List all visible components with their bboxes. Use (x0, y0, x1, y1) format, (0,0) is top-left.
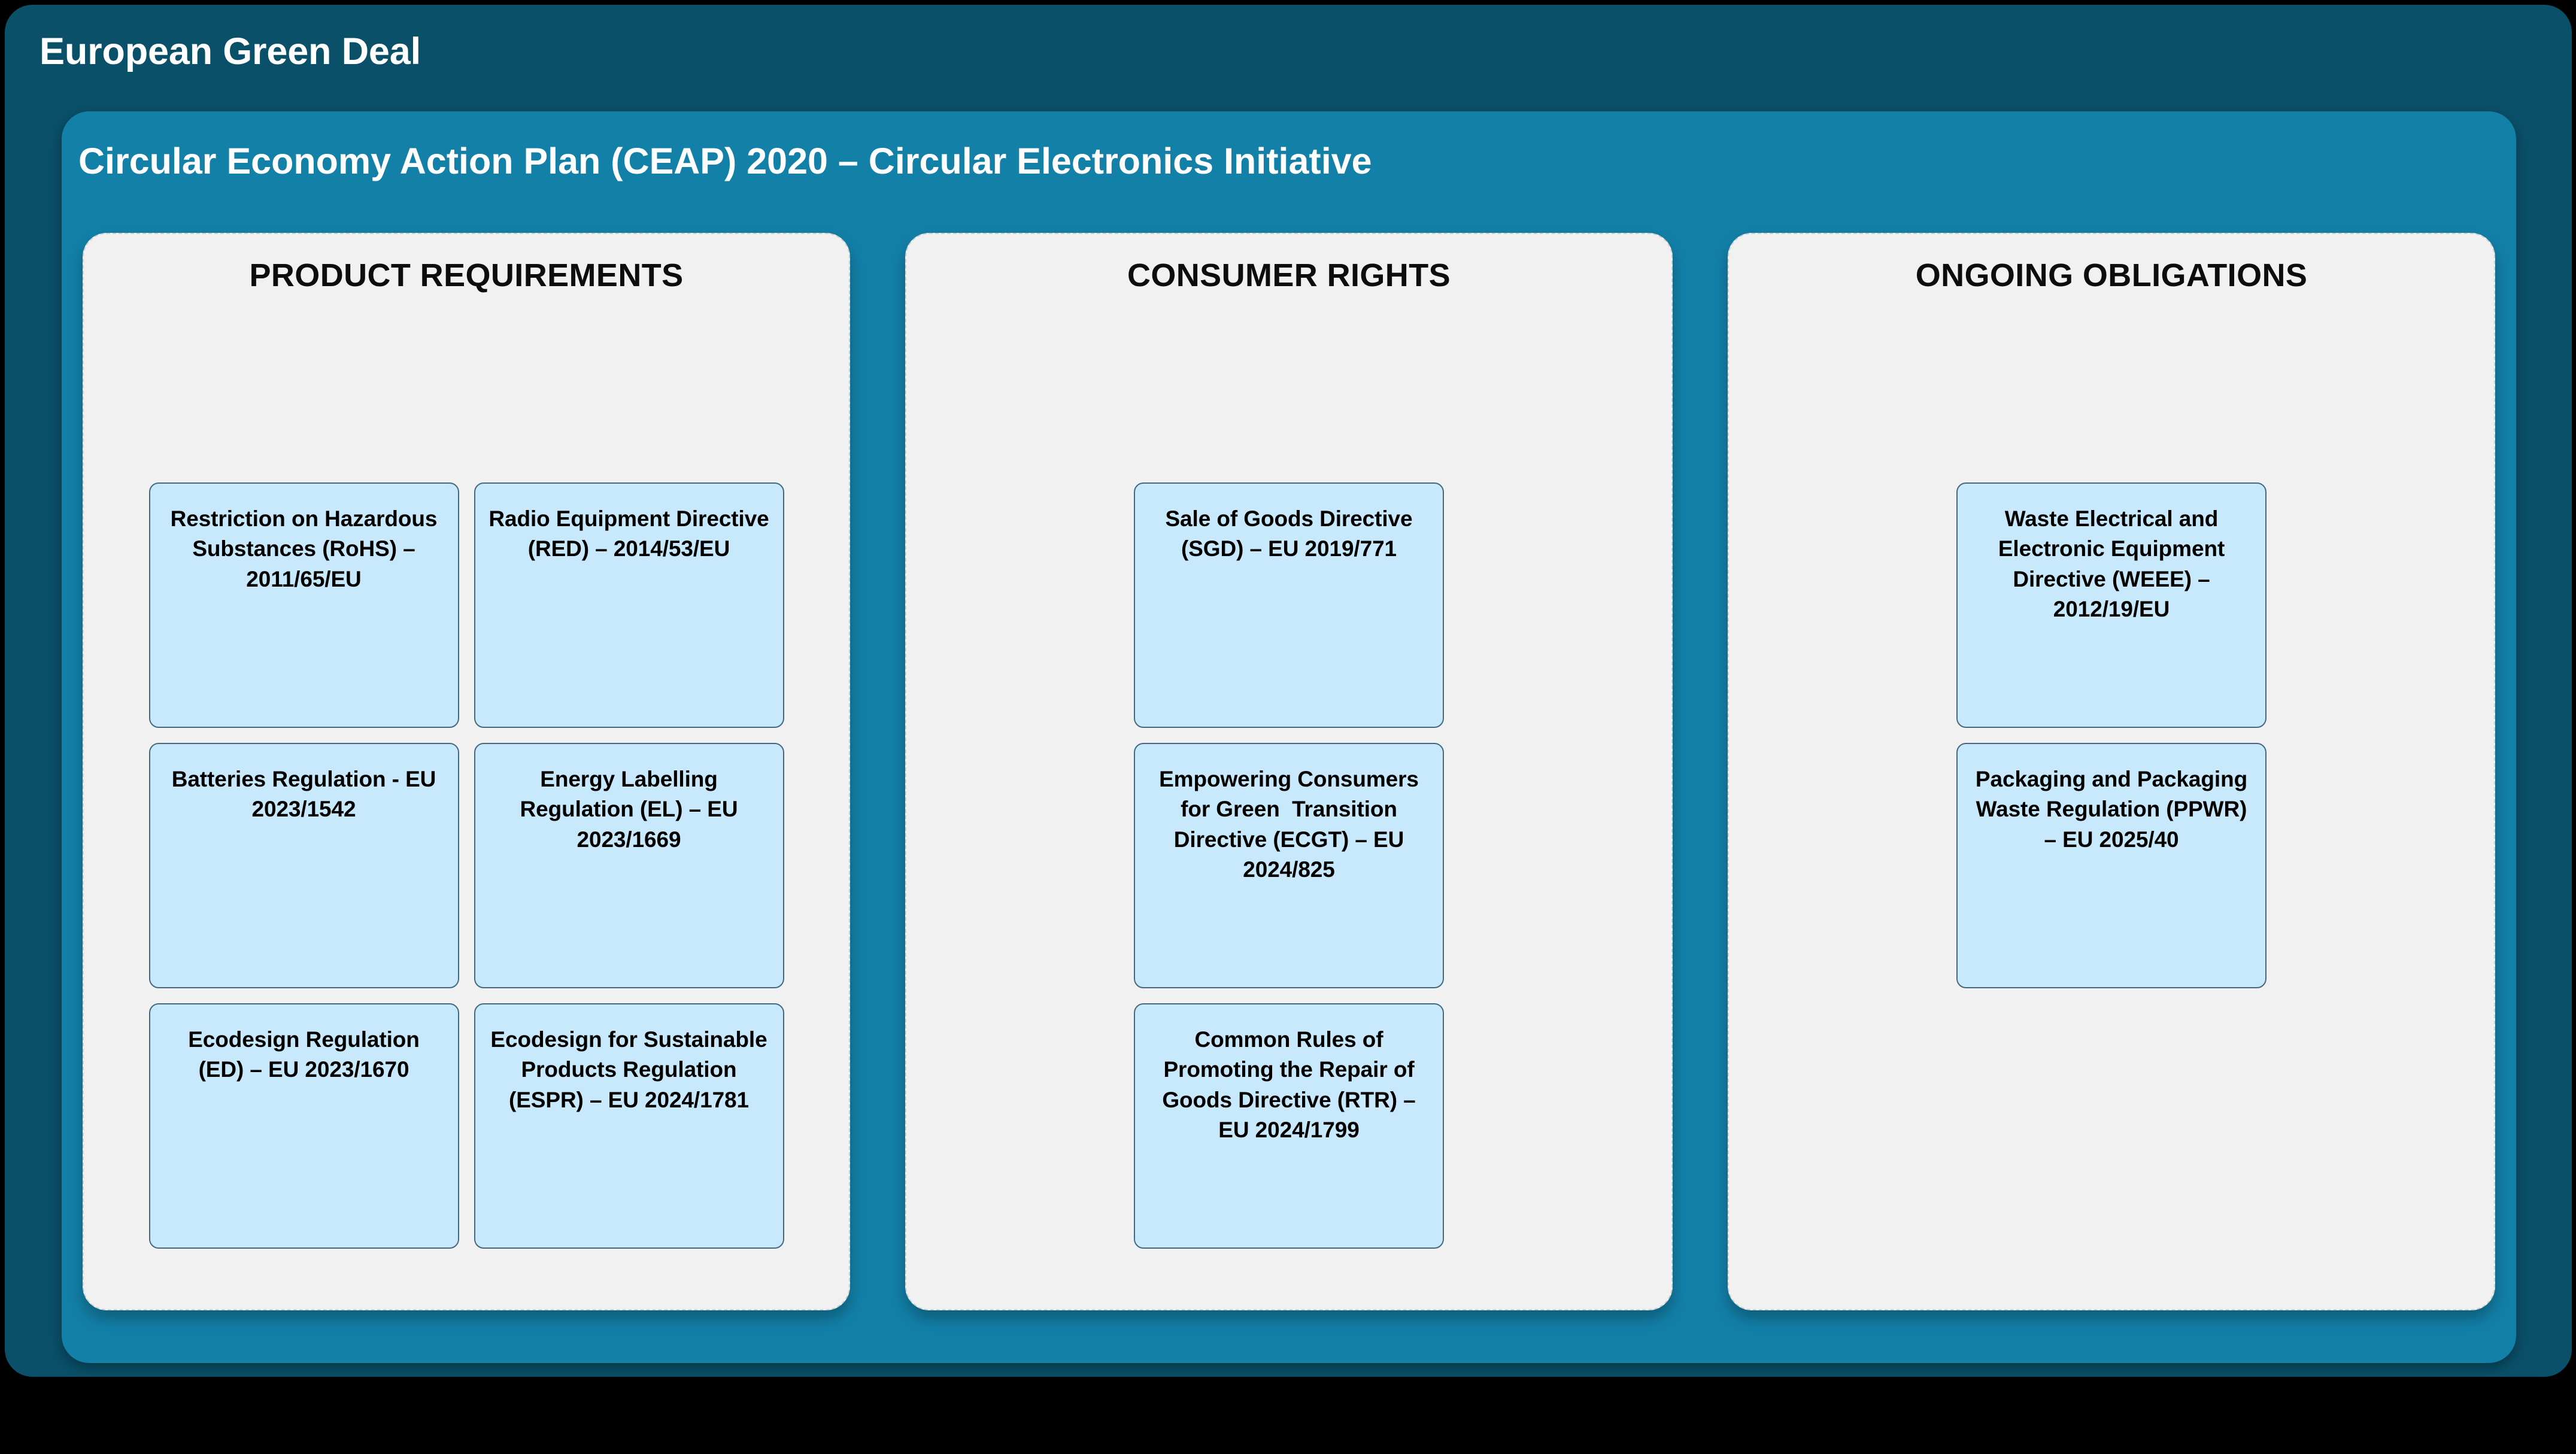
card-ecodesign-regulation[interactable]: Ecodesign Regulation (ED) – EU 2023/1670 (148, 1003, 459, 1249)
column-container: PRODUCT REQUIREMENTS Restriction on Haza… (83, 233, 2495, 1310)
ceap-panel: Circular Economy Action Plan (CEAP) 2020… (62, 111, 2516, 1363)
card-area-product-requirements: Restriction on Hazardous Substances (RoH… (84, 482, 849, 1249)
card-row: Common Rules of Promoting the Repair of … (1134, 1003, 1444, 1249)
green-deal-frame: European Green Deal Circular Economy Act… (5, 5, 2572, 1377)
card-sale-of-goods[interactable]: Sale of Goods Directive (SGD) – EU 2019/… (1134, 482, 1444, 728)
card-ecgt[interactable]: Empowering Consumers for Green Transitio… (1134, 743, 1444, 988)
card-area-ongoing-obligations: Waste Electrical and Electronic Equipmen… (1729, 482, 2494, 988)
column-product-requirements: PRODUCT REQUIREMENTS Restriction on Haza… (83, 233, 850, 1310)
card-rohs[interactable]: Restriction on Hazardous Substances (RoH… (148, 482, 459, 728)
column-title-consumer-rights: CONSUMER RIGHTS (1127, 257, 1451, 293)
card-energy-labelling[interactable]: Energy Labelling Regulation (EL) – EU 20… (474, 743, 784, 988)
card-batteries-regulation[interactable]: Batteries Regulation - EU 2023/1542 (148, 743, 459, 988)
card-row: Restriction on Hazardous Substances (RoH… (148, 482, 784, 728)
card-red[interactable]: Radio Equipment Directive (RED) – 2014/5… (474, 482, 784, 728)
card-row: Ecodesign Regulation (ED) – EU 2023/1670… (148, 1003, 784, 1249)
card-row: Sale of Goods Directive (SGD) – EU 2019/… (1134, 482, 1444, 728)
card-right-to-repair[interactable]: Common Rules of Promoting the Repair of … (1134, 1003, 1444, 1249)
card-row: Empowering Consumers for Green Transitio… (1134, 743, 1444, 988)
column-title-product-requirements: PRODUCT REQUIREMENTS (249, 257, 684, 293)
card-weee[interactable]: Waste Electrical and Electronic Equipmen… (1956, 482, 2266, 728)
card-ppwr[interactable]: Packaging and Packaging Waste Regulation… (1956, 743, 2266, 988)
column-title-ongoing-obligations: ONGOING OBLIGATIONS (1915, 257, 2308, 293)
card-area-consumer-rights: Sale of Goods Directive (SGD) – EU 2019/… (906, 482, 1671, 1249)
card-row: Batteries Regulation - EU 2023/1542 Ener… (148, 743, 784, 988)
card-espr[interactable]: Ecodesign for Sustainable Products Regul… (474, 1003, 784, 1249)
column-consumer-rights: CONSUMER RIGHTS Sale of Goods Directive … (905, 233, 1673, 1310)
ceap-panel-title: Circular Economy Action Plan (CEAP) 2020… (78, 141, 1372, 181)
page-title: European Green Deal (40, 31, 421, 72)
column-ongoing-obligations: ONGOING OBLIGATIONS Waste Electrical and… (1728, 233, 2495, 1310)
card-row: Packaging and Packaging Waste Regulation… (1956, 743, 2266, 988)
card-row: Waste Electrical and Electronic Equipmen… (1956, 482, 2266, 728)
